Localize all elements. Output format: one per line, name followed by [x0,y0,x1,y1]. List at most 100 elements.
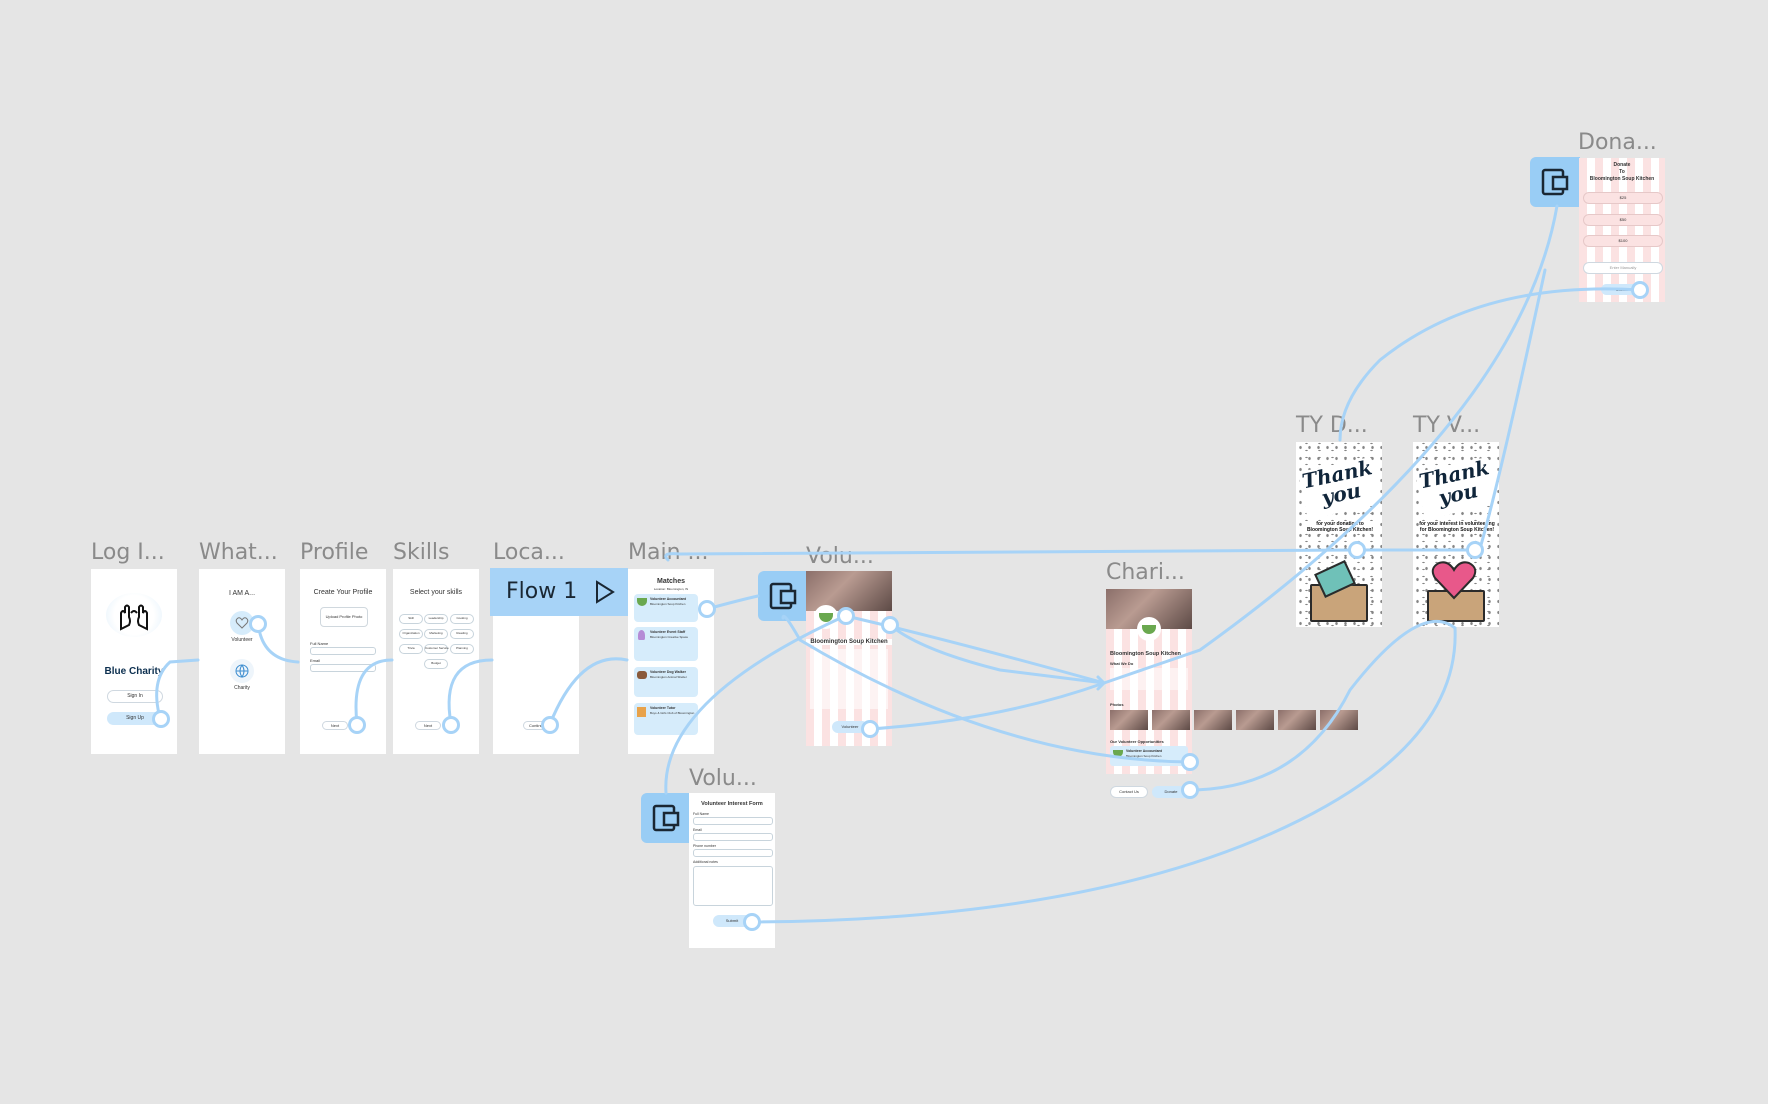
org-logo [814,605,838,629]
hotspot-node[interactable] [861,720,879,738]
org-name: Bloomington Soup Kitchen [806,639,892,645]
frame-charity[interactable]: Bloomington Soup Kitchen What We Do Phot… [1106,589,1192,774]
frame-title-what[interactable]: What... [199,540,278,565]
opportunity-card[interactable]: Volunteer Accountant Bloomington Soup Ki… [1110,746,1188,766]
amount-25-button[interactable]: $25 [1583,192,1663,204]
skill-chip[interactable]: Reading [450,629,474,639]
hotspot-node[interactable] [881,616,899,634]
hotspot-node[interactable] [442,716,460,734]
email-field[interactable] [693,833,773,841]
hotspot-node[interactable] [1181,753,1199,771]
match-card[interactable]: Volunteer Dog Walker Bloomington Animal … [634,667,698,697]
device-frame-icon[interactable] [758,571,808,621]
skill-chip[interactable]: Cooking [450,614,474,624]
donate-header: Donate To Bloomington Soup Kitchen [1579,160,1665,190]
hotspot-node[interactable] [743,913,761,931]
amount-label: $25 [1619,195,1627,200]
play-icon[interactable] [594,580,616,604]
dog-icon [637,671,647,679]
hotspot-node[interactable] [1466,541,1484,559]
globe-icon [235,664,249,678]
email-field[interactable] [310,664,376,672]
what-heading: I AM A... [228,590,256,597]
device-frame-icon[interactable] [1530,157,1580,207]
heart-hand-icon [235,617,249,629]
donate-heading-3: Bloomington Soup Kitchen [1589,176,1655,182]
hands-icon [120,604,148,631]
sign-in-button[interactable]: Sign In [107,690,163,703]
hotspot-node[interactable] [698,600,716,618]
amount-100-button[interactable]: $100 [1583,235,1663,247]
frame-title-ty-donate[interactable]: TY D... [1296,413,1368,438]
skill-chip[interactable]: Marketing [424,629,448,639]
charity-option[interactable] [230,659,254,683]
match-card[interactable]: Volunteer Tutor Boys & Girls Club of Blo… [634,703,698,735]
match-card[interactable]: Volunteer Event Staff Bloomington Creati… [634,627,698,661]
hotspot-node[interactable] [348,716,366,734]
frame-title-location[interactable]: Loca... [493,540,565,565]
skill-chip[interactable]: Planning [450,644,474,654]
frame-profile[interactable]: Create Your Profile Upload Profile Photo… [300,569,386,754]
frame-title-volunteer-detail[interactable]: Volu... [806,544,874,569]
frame-title-ty-volunteer[interactable]: TY V... [1413,413,1481,438]
gallery-photo [1152,710,1190,730]
match-title: Volunteer Dog Walker [650,670,686,674]
frame-ty-donate[interactable]: Thank you for your donation to Bloomingt… [1296,442,1382,627]
skill-chip-label: Leadership [428,616,444,620]
skill-chip-label: Planning [456,646,468,650]
contact-us-button[interactable]: Contact Us [1110,786,1148,798]
amount-50-button[interactable]: $50 [1583,214,1663,226]
skill-chip-label: Customer Service [425,646,449,650]
match-title: Volunteer Tutor [650,706,676,710]
phone-field[interactable] [693,849,773,857]
skill-chip[interactable]: Budget [424,659,448,669]
connector-line [868,681,1106,731]
frame-title-main[interactable]: Main ... [628,540,709,565]
skill-chip-label: Budget [431,661,441,665]
device-frame-icon[interactable] [641,793,691,843]
frame-skills[interactable]: Select your skills Skill Leadership Cook… [393,569,479,754]
full-name-field[interactable] [310,647,376,655]
skill-chip[interactable]: Skill [399,614,423,624]
heart-icon [1431,561,1477,600]
upload-photo-button[interactable]: Upload Profile Photo [320,607,368,627]
frame-volunteer-form[interactable]: Volunteer Interest Form Full Name Email … [689,793,775,948]
hotspot-node[interactable] [1631,281,1649,299]
frame-title-volunteer-form[interactable]: Volu... [689,766,757,791]
frame-title-profile[interactable]: Profile [300,540,369,565]
opportunities-heading: Our Volunteer Opportunities [1110,739,1164,744]
full-name-field[interactable] [693,817,773,825]
skill-chip[interactable]: Leadership [424,614,448,624]
hotspot-node[interactable] [1348,541,1366,559]
frame-ty-volunteer[interactable]: Thank you for your interest in volunteer… [1413,442,1499,627]
frame-volunteer-detail[interactable]: Bloomington Soup Kitchen Volunteer [806,571,892,746]
frame-donate[interactable]: Donate To Bloomington Soup Kitchen $25 $… [1579,158,1665,302]
hotspot-node[interactable] [152,710,170,728]
frame-title-login[interactable]: Log I... [91,540,165,565]
gallery-photo [1278,710,1316,730]
frame-title-charity[interactable]: Chari... [1106,560,1185,585]
hotspot-node[interactable] [1181,781,1199,799]
notes-textarea[interactable] [693,866,773,906]
frame-main[interactable]: Matches Location: Bloomington, IN Volunt… [628,569,714,754]
location-next-label: Continue [528,723,545,728]
paint-drop-icon [638,630,645,640]
frame-title-donate[interactable]: Dona... [1578,130,1657,155]
flow-start-label[interactable]: Flow 1 [490,568,628,616]
skill-chip-label: Organization [402,631,420,635]
org-logo [1137,617,1161,641]
match-card[interactable]: Volunteer Accountant Bloomington Soup Ki… [634,594,698,622]
hotspot-node[interactable] [837,607,855,625]
soup-bowl-icon [819,613,833,622]
hotspot-node[interactable] [249,615,267,633]
skills-next-button[interactable]: Next [415,721,441,730]
skill-chip[interactable]: Organization [399,629,423,639]
profile-next-button[interactable]: Next [322,721,348,730]
frame-what[interactable]: I AM A... Volunteer Charity [199,569,285,754]
arrow-head [1096,675,1106,691]
frame-title-skills[interactable]: Skills [393,540,450,565]
skill-chip[interactable]: Customer Service [424,644,449,654]
skill-chip[interactable]: Trivia [399,644,423,654]
manual-amount-field[interactable]: Enter Manually [1583,262,1663,274]
hotspot-node[interactable] [541,716,559,734]
